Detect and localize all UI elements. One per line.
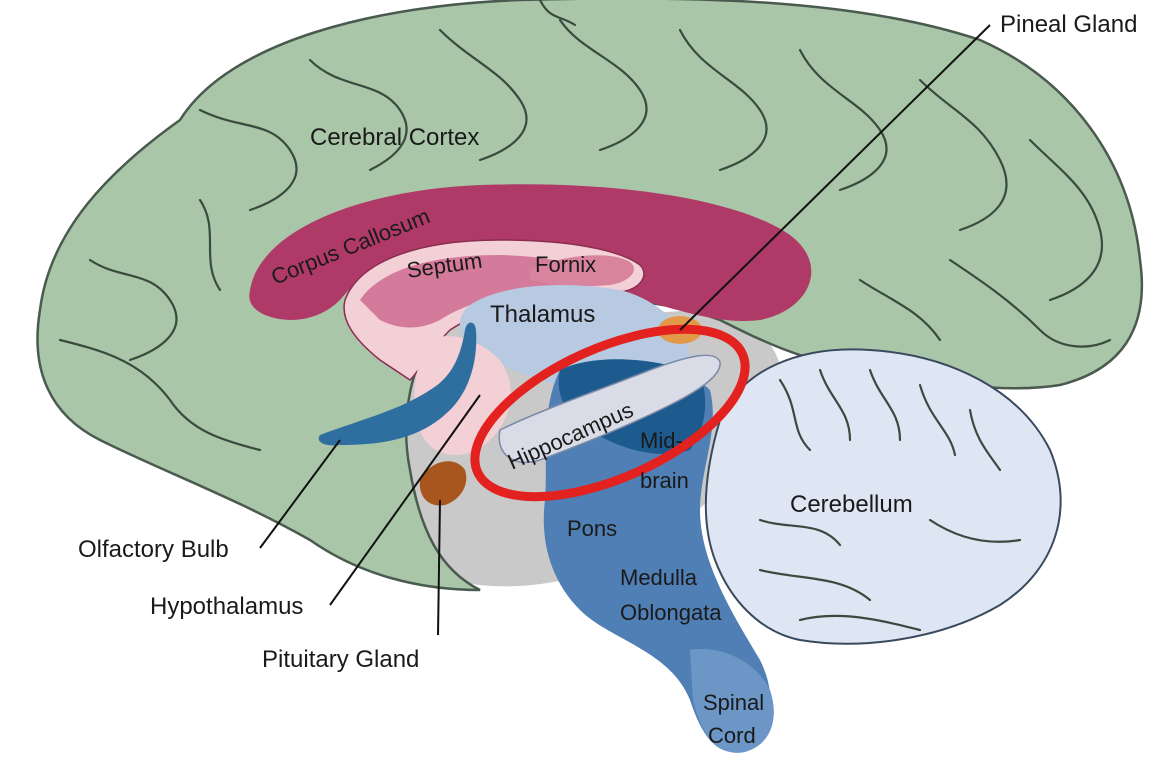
label-midbrain-line2: brain [640, 468, 689, 493]
label-midbrain-line1: Mid- [640, 428, 683, 453]
label-fornix: Fornix [535, 252, 596, 277]
label-thalamus: Thalamus [490, 301, 595, 328]
label-pons: Pons [567, 516, 617, 541]
label-cerebral-cortex: Cerebral Cortex [310, 124, 479, 151]
label-cerebellum: Cerebellum [790, 491, 913, 518]
label-hypothalamus: Hypothalamus [150, 593, 303, 620]
label-olfactory-bulb: Olfactory Bulb [78, 536, 229, 563]
label-pineal-gland: Pineal Gland [1000, 11, 1137, 38]
label-medulla-line1: Medulla [620, 565, 698, 590]
label-spinal-line2: Cord [708, 723, 756, 748]
label-medulla-line2: Oblongata [620, 600, 722, 625]
label-spinal-line1: Spinal [703, 690, 764, 715]
label-pituitary-gland: Pituitary Gland [262, 646, 419, 673]
